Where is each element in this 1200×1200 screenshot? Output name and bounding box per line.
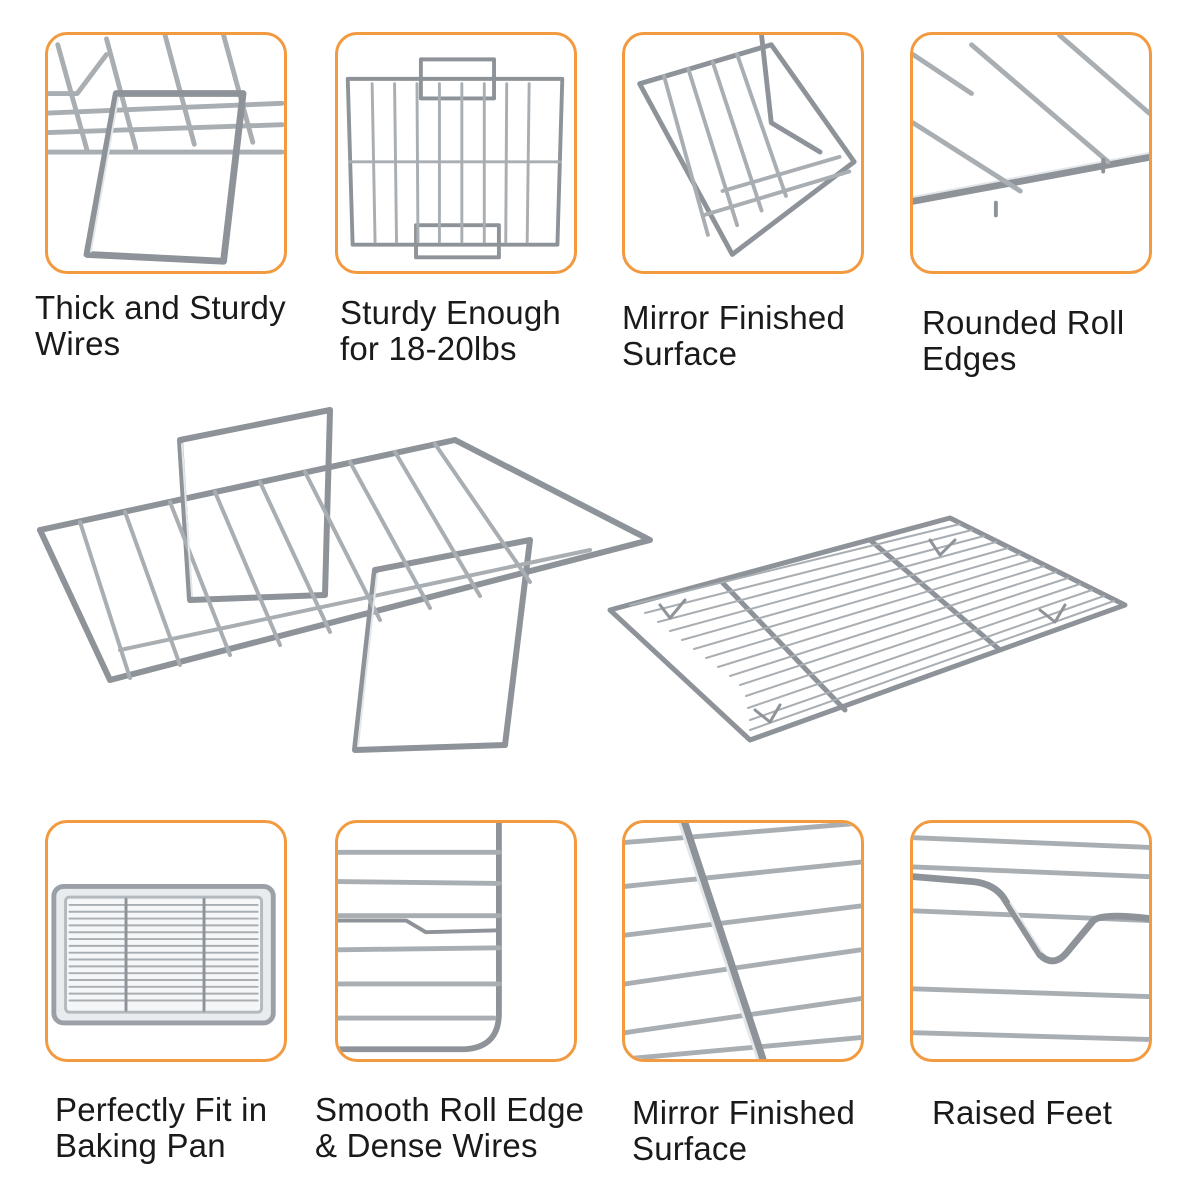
caption-roll-edge-dense: Smooth Roll Edge & Dense Wires — [315, 1091, 585, 1164]
caption-mirror-1: Mirror Finished Surface — [622, 299, 846, 372]
v-rack-angled-photo — [637, 35, 857, 257]
feature-tile-sturdy — [335, 32, 577, 274]
rack-handle-closeup-photo — [48, 35, 284, 265]
flat-cooling-rack-photo — [607, 515, 1128, 743]
feature-tile-mirror-1 — [622, 32, 864, 274]
feature-tile-mirror-2 — [622, 820, 864, 1062]
caption-sturdy: Sturdy Enough for 18-20lbs — [340, 294, 561, 367]
raised-foot-closeup-photo — [913, 835, 1149, 1042]
caption-roll-edges: Rounded Roll Edges — [922, 304, 1125, 377]
feature-tile-thick-wires — [45, 32, 287, 274]
grid-corner-closeup-photo — [338, 823, 502, 1053]
rack-in-pan-photo — [51, 883, 276, 1026]
feature-tile-raised-feet — [910, 820, 1152, 1062]
v-roasting-rack-photo — [37, 407, 653, 753]
grid-wires-closeup-photo — [625, 823, 861, 1059]
feature-tile-baking-pan — [45, 820, 287, 1062]
caption-raised-feet: Raised Feet — [932, 1094, 1113, 1131]
caption-baking-pan: Perfectly Fit in Baking Pan — [55, 1091, 268, 1164]
caption-mirror-2: Mirror Finished Surface — [632, 1094, 856, 1167]
feature-tile-roll-edges — [910, 32, 1152, 274]
roll-edge-closeup-photo — [913, 35, 1149, 218]
caption-thick-wires: Thick and Sturdy Wires — [35, 289, 286, 362]
v-rack-top-view-photo — [345, 57, 565, 260]
feature-tile-roll-edge-dense — [335, 820, 577, 1062]
